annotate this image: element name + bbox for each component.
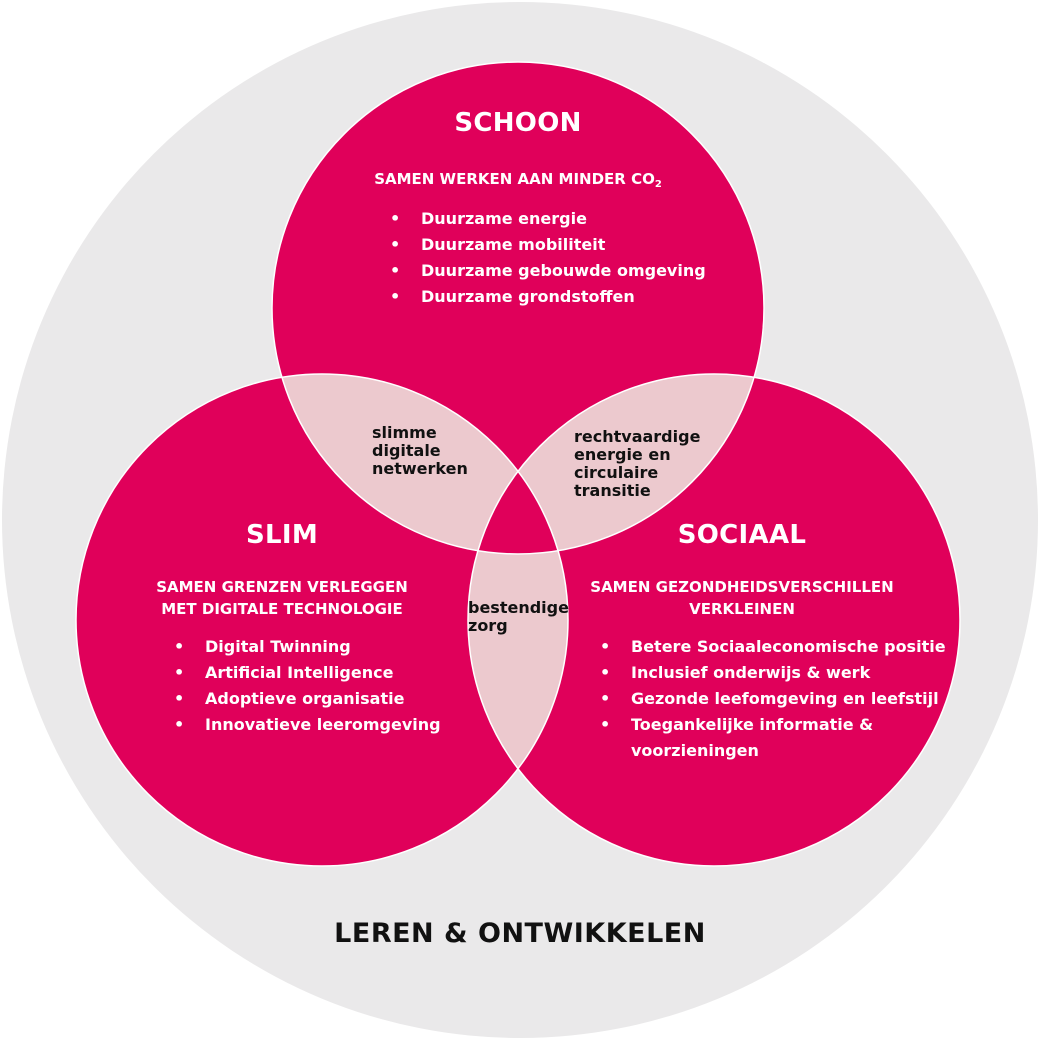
schoon-item: Duurzame mobiliteit (390, 232, 720, 258)
schoon-item: Duurzame grondstoffen (390, 284, 720, 310)
slim-subtitle-line: SAMEN GRENZEN VERLEGGEN (156, 578, 408, 596)
sociaal-item: Gezonde leefomgeving en leefstijl (600, 686, 960, 712)
sociaal-subtitle-line: VERKLEINEN (689, 600, 795, 618)
overlap-schoon-sociaal (468, 374, 764, 554)
overlap-schoon-slim (272, 374, 568, 554)
slim-item: Artificial Intelligence (174, 660, 464, 686)
overlap-line: circulaire (574, 463, 659, 482)
overlap-line: energie en (574, 445, 671, 464)
circle-sociaal-outline (467, 373, 961, 867)
schoon-subtitle-subscript: 2 (654, 179, 662, 190)
slim-item: Adoptieve organisatie (174, 686, 464, 712)
slim-item: Digital Twinning (174, 634, 464, 660)
overlap-line: digitale (372, 441, 441, 460)
sociaal-item: Inclusief onderwijs & werk (600, 660, 960, 686)
overlap-label-schoon-sociaal: rechtvaardige energie en circulaire tran… (574, 428, 724, 500)
outer-circle-label: LEREN & ONTWIKKELEN (334, 918, 706, 949)
overlap-line: slimme (372, 423, 437, 442)
slim-item: Innovatieve leeromgeving (174, 712, 464, 738)
slim-subtitle-line: MET DIGITALE TECHNOLOGIE (161, 600, 403, 618)
sociaal-item-list: Betere Sociaaleconomische positie Inclus… (600, 634, 960, 764)
sociaal-title: SOCIAAL (677, 520, 807, 550)
schoon-title: SCHOON (454, 108, 582, 138)
sociaal-item-line: Toegankelijke informatie & (631, 715, 874, 734)
schoon-subtitle: SAMEN WERKEN AAN MINDER CO2 (328, 168, 708, 196)
overlap-line: zorg (468, 616, 508, 635)
slim-title: SLIM (245, 520, 319, 550)
overlap-line: netwerken (372, 459, 468, 478)
sociaal-item: Betere Sociaaleconomische positie (600, 634, 960, 660)
sociaal-item: Toegankelijke informatie & voorzieningen (600, 712, 960, 764)
overlap-label-schoon-slim: slimme digitale netwerken (372, 424, 492, 478)
schoon-subtitle-text: SAMEN WERKEN AAN MINDER CO (374, 170, 655, 188)
circle-slim-outline (75, 373, 569, 867)
sociaal-item-line: voorzieningen (631, 741, 759, 760)
slim-subtitle: SAMEN GRENZEN VERLEGGEN MET DIGITALE TEC… (122, 576, 442, 620)
slim-item-list: Digital Twinning Artificial Intelligence… (174, 634, 464, 738)
circle-schoon-outline (271, 61, 765, 555)
overlap-line: rechtvaardige (574, 427, 701, 446)
overlap-label-slim-sociaal: bestendige zorg (468, 599, 578, 635)
overlap-line: bestendige (468, 598, 569, 617)
schoon-item: Duurzame gebouwde omgeving (390, 258, 720, 284)
schoon-item: Duurzame energie (390, 206, 720, 232)
overlap-line: transitie (574, 481, 651, 500)
schoon-item-list: Duurzame energie Duurzame mobiliteit Duu… (390, 206, 720, 310)
sociaal-subtitle: SAMEN GEZONDHEIDSVERSCHILLEN VERKLEINEN (572, 576, 912, 620)
sociaal-subtitle-line: SAMEN GEZONDHEIDSVERSCHILLEN (590, 578, 894, 596)
